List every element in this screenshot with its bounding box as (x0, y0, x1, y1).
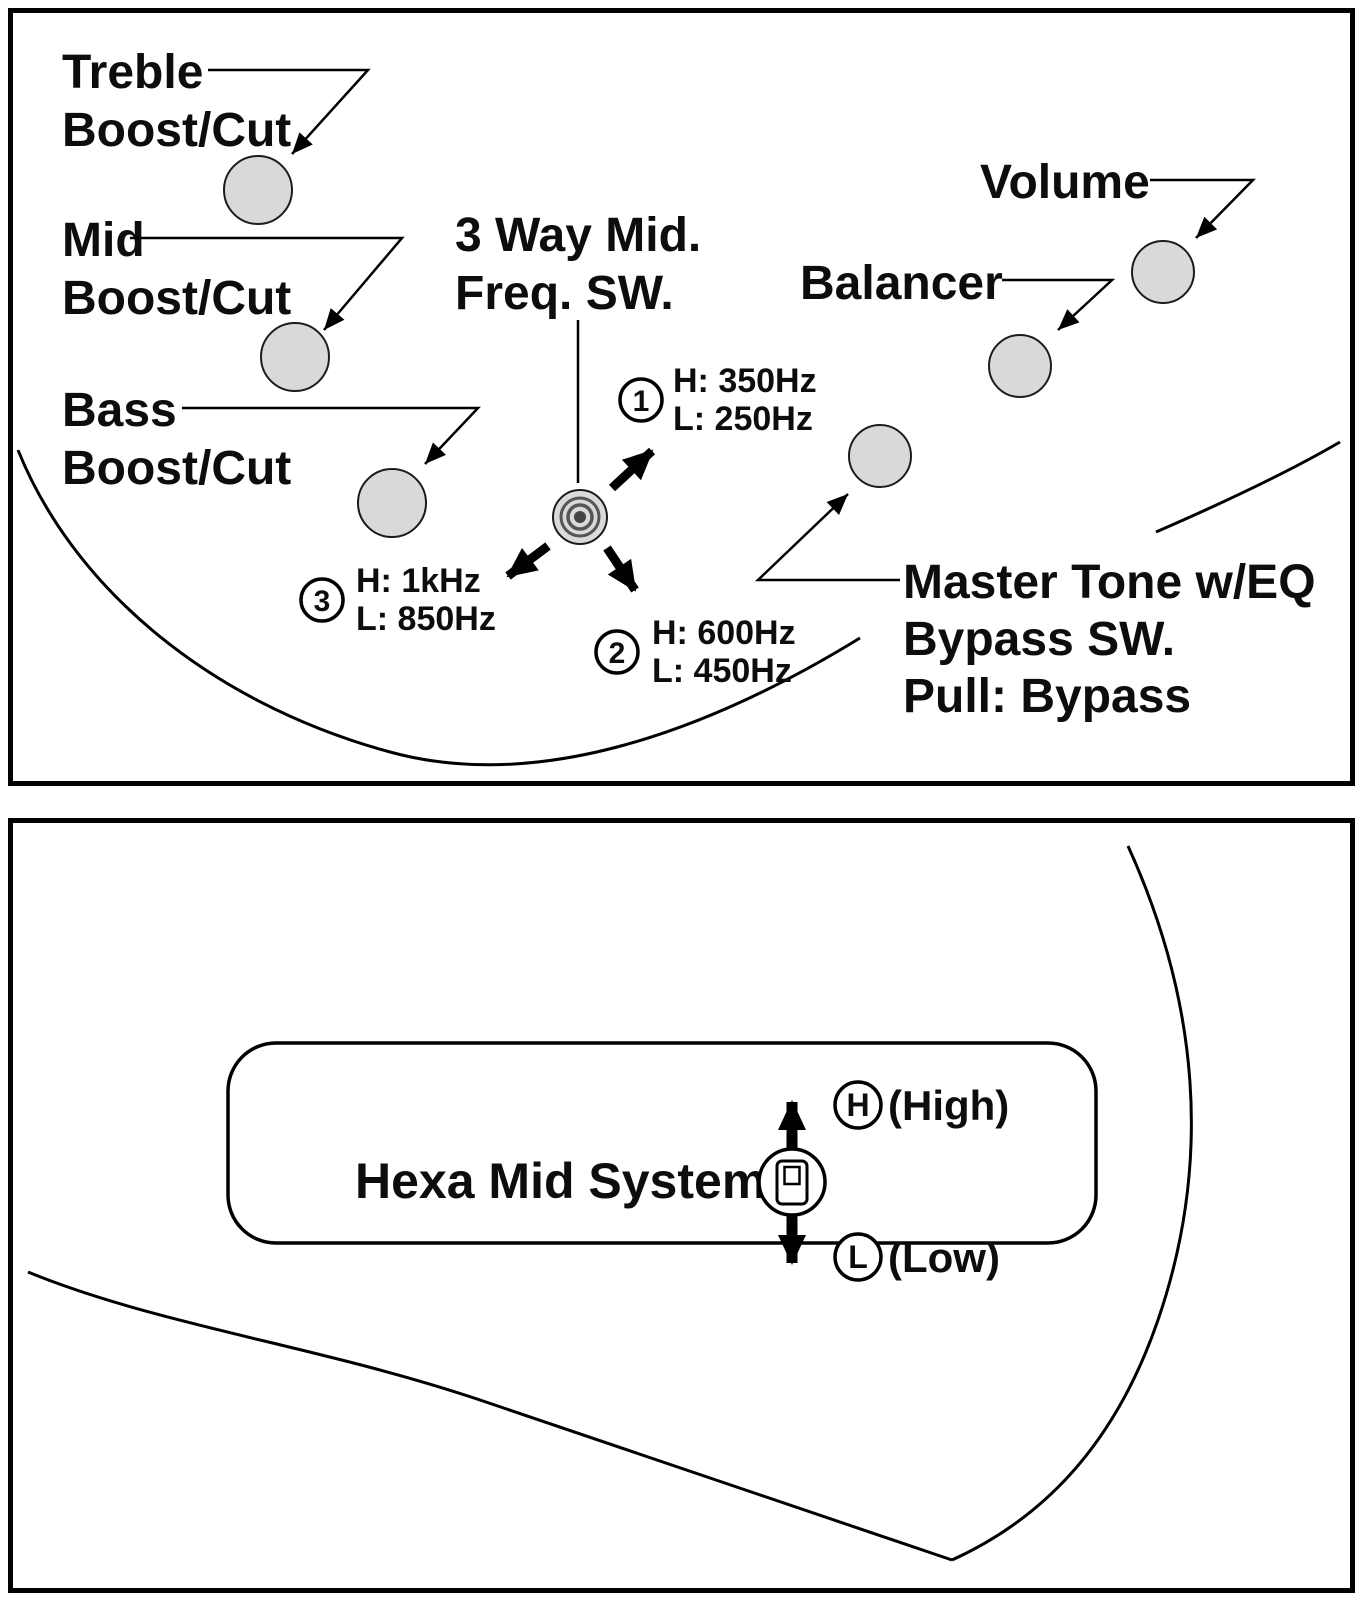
freq-sw-center (574, 511, 586, 523)
guitar-body-curve-right (1155, 440, 1341, 534)
bottom-panel-border (8, 818, 1355, 1593)
treble-pointer-line (208, 68, 371, 155)
hexa-switch-lever-icon (783, 1165, 801, 1186)
body-curve-bottom-left (27, 1270, 953, 1562)
mid-freq-switch (552, 489, 608, 545)
freq-sw-ring1 (559, 496, 601, 538)
freq-position-1: 1 H: 350Hz L: 250Hz (618, 362, 817, 438)
position-2-circle-icon (594, 629, 640, 675)
position-3-number: 3 (314, 585, 331, 618)
balancer-pointer-line (1002, 278, 1116, 331)
top-panel-border (8, 8, 1355, 786)
freq-position-2: 2 H: 600Hz L: 450Hz (594, 614, 796, 690)
high-label: (High) (888, 1082, 1009, 1129)
bass-pointer-line (182, 406, 481, 465)
balancer-label: Balancer (800, 257, 1003, 310)
position-3-low: L: 850Hz (356, 600, 496, 638)
hexa-mid-switch (757, 1147, 827, 1217)
treble-knob (223, 155, 293, 225)
freq-sw-label-line2: Freq. SW. (455, 267, 674, 320)
position-3-high: H: 1kHz (356, 562, 481, 600)
guitar-body-curve-left (16, 449, 861, 767)
master-tone-label-line2: Bypass SW. (903, 613, 1175, 666)
freq-position-3: 3 H: 1kHz L: 850Hz (299, 562, 496, 638)
low-letter: L (848, 1239, 868, 1275)
position-1-low: L: 250Hz (673, 400, 813, 438)
high-circle-icon (833, 1080, 883, 1130)
mid-label-line2: Boost/Cut (62, 272, 291, 325)
master-tone-group: Master Tone w/EQ Bypass SW. Pull: Bypass (754, 424, 1316, 723)
volume-knob (1131, 240, 1195, 304)
mid-knob (260, 322, 330, 392)
mid-knob-group: Mid Boost/Cut (62, 214, 405, 392)
position-2-low: L: 450Hz (652, 652, 792, 690)
position-1-high: H: 350Hz (673, 362, 817, 400)
bass-label-line2: Boost/Cut (62, 442, 291, 495)
high-letter: H (846, 1087, 869, 1123)
freq-sw-label-line1: 3 Way Mid. (455, 209, 701, 262)
hexa-mid-system-title: Hexa Mid System (355, 1153, 766, 1209)
treble-label-line2: Boost/Cut (62, 104, 291, 157)
position-2-number: 2 (609, 637, 626, 670)
master-tone-knob (848, 424, 912, 488)
body-curve-bottom-right (951, 845, 1193, 1562)
position-3-circle-icon (299, 577, 345, 623)
freq-sw-ring2 (566, 503, 594, 531)
mid-freq-switch-group: 3 Way Mid. Freq. SW. 1 H: 350Hz L: 250Hz (299, 209, 817, 690)
bass-label-line1: Bass (62, 384, 177, 437)
mid-label-line1: Mid (62, 214, 145, 267)
volume-label: Volume (980, 156, 1150, 209)
master-tone-label-line1: Master Tone w/EQ (903, 556, 1316, 609)
balancer-knob (988, 334, 1052, 398)
balancer-knob-group: Balancer (800, 257, 1116, 398)
position-1-number: 1 (633, 385, 650, 418)
switch-arrow-down-right-icon (603, 545, 639, 593)
switch-arrow-up-right-icon (608, 447, 656, 492)
low-circle-icon (833, 1232, 883, 1282)
low-label: (Low) (888, 1234, 1000, 1281)
mid-pointer-line (130, 236, 405, 331)
control-plate-outline (226, 1041, 1098, 1245)
master-tone-pointer-line (754, 493, 900, 582)
treble-label-line1: Treble (62, 46, 203, 99)
master-tone-label-line3: Pull: Bypass (903, 670, 1191, 723)
bass-knob-group: Bass Boost/Cut (62, 384, 481, 538)
switch-arrow-down-left-icon (505, 542, 551, 580)
treble-knob-group: Treble Boost/Cut (62, 46, 371, 225)
position-1-circle-icon (618, 377, 664, 423)
bass-knob (357, 468, 427, 538)
volume-knob-group: Volume (980, 156, 1256, 304)
volume-pointer-line (1150, 178, 1256, 239)
position-2-high: H: 600Hz (652, 614, 796, 652)
hexa-mid-system-group: Hexa Mid System H (High) L (Low) (355, 1080, 1009, 1282)
